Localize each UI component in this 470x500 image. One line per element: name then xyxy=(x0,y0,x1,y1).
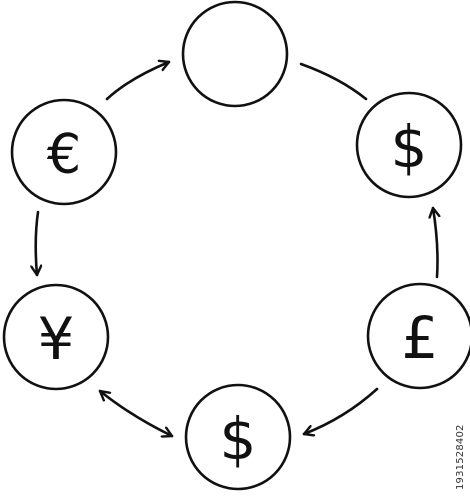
yen-icon-circle xyxy=(2,283,110,391)
arrow-pound-to-dollar-right xyxy=(433,206,438,279)
euro-icon: € xyxy=(47,123,81,186)
node-pound: £ xyxy=(366,282,470,390)
connector-top-to-dollar-right xyxy=(299,62,368,101)
arrow-euro-to-top xyxy=(105,62,171,101)
pound-icon-circle xyxy=(366,282,470,390)
yen-icon: ¥ xyxy=(38,305,75,373)
dollar-icon-circle-right xyxy=(355,91,463,199)
dollar-icon: $ xyxy=(391,113,428,181)
node-dollar-right: $ xyxy=(355,91,463,199)
dollar-icon-circle-bottom xyxy=(184,383,292,491)
node-top xyxy=(181,0,289,108)
image-credit-number: 1931528402 xyxy=(455,424,466,490)
arrow-euro-to-yen xyxy=(36,210,38,277)
node-dollar-bottom: $ xyxy=(184,383,292,491)
arrow-pound-to-dollar-bottom xyxy=(302,387,379,434)
node-euro: € xyxy=(10,98,118,206)
node-yen: ¥ xyxy=(2,283,110,391)
euro-icon-circle xyxy=(10,98,118,206)
dollar-icon: $ xyxy=(220,405,257,473)
arrow-between-dollar-bottom-and-yen xyxy=(98,389,174,436)
pound-icon: £ xyxy=(402,304,439,372)
